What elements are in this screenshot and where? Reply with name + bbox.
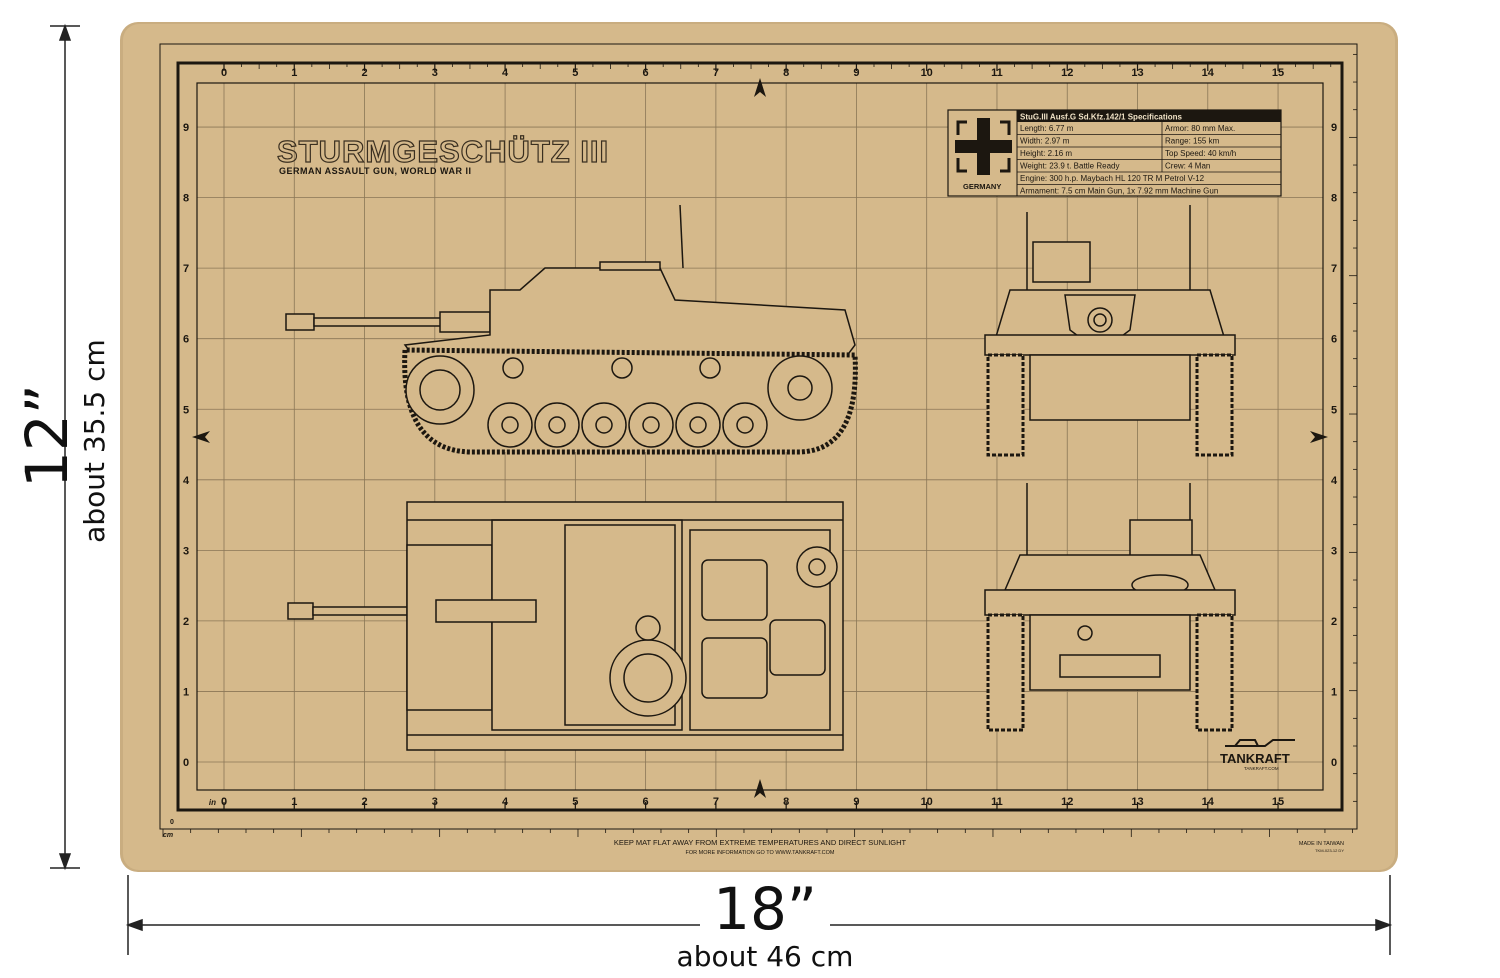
- ruler-y-label: 2: [1331, 616, 1337, 628]
- height-cm-label: about 35.5 cm: [78, 339, 111, 543]
- ruler-y-label: 1: [1331, 686, 1337, 698]
- ruler-y-label: 8: [1331, 193, 1337, 205]
- ruler-x-label: 4: [502, 67, 509, 79]
- ruler-y-label: 2: [183, 616, 189, 628]
- ruler-x-label: 15: [1272, 796, 1284, 808]
- spec-weight: Weight: 23.9 t. Battle Ready: [1020, 162, 1119, 171]
- footer-info-text: FOR MORE INFORMATION GO TO WWW.TANKRAFT.…: [685, 850, 834, 856]
- ruler-x-label: 2: [361, 796, 367, 808]
- ruler-x-label: 8: [783, 67, 789, 79]
- tank-rear-view: [984, 483, 1236, 732]
- ruler-x-label: 1: [291, 796, 297, 808]
- made-in-text: MADE IN TAIWAN: [1299, 841, 1344, 847]
- mat-subtitle: GERMAN ASSAULT GUN, WORLD WAR II: [279, 166, 472, 176]
- spec-speed: Top Speed: 40 km/h: [1165, 149, 1236, 158]
- ruler-y-label: 1: [183, 686, 189, 698]
- spec-height: Height: 2.16 m: [1020, 149, 1072, 158]
- ruler-x-label: 0: [221, 796, 227, 808]
- ruler-x-label: 3: [432, 67, 438, 79]
- tankraft-logo: TANKRAFT TANKRAFT.COM: [1220, 739, 1295, 771]
- ruler-x-label: 13: [1131, 796, 1143, 808]
- ruler-x-label: 0: [221, 67, 227, 79]
- ruler-x-label: 15: [1272, 67, 1284, 79]
- ruler-y-label: 0: [183, 757, 189, 769]
- ruler-y-label: 4: [183, 475, 190, 487]
- ruler-y-label: 9: [183, 122, 189, 134]
- ruler-y-label: 3: [1331, 545, 1337, 557]
- ruler-x-label: 8: [783, 796, 789, 808]
- sku-text: TKM-023-12 DY: [1315, 848, 1344, 853]
- ruler-x-label: 5: [572, 796, 578, 808]
- ruler-x-label: 10: [921, 67, 933, 79]
- ruler-x-label: 2: [361, 67, 367, 79]
- tank-top-view: [287, 501, 844, 751]
- ruler-x-label: 5: [572, 67, 578, 79]
- center-markers: [192, 78, 1328, 798]
- ruler-x-label: 1: [291, 67, 297, 79]
- brand-name: TANKRAFT: [1220, 751, 1290, 766]
- tank-front-view: [984, 205, 1236, 457]
- ruler-x-label: 11: [991, 67, 1003, 79]
- ruler-x-label: 11: [991, 796, 1003, 808]
- ruler-labels: 0011223344556677889910101111121213131414…: [183, 67, 1338, 808]
- ruler-y-label: 8: [183, 193, 189, 205]
- footer-care-text: KEEP MAT FLAT AWAY FROM EXTREME TEMPERAT…: [614, 838, 907, 847]
- width-inches-label: 18”: [700, 880, 830, 938]
- mat-title: STURMGESCHÜTZ III: [277, 134, 609, 169]
- ruler-y-label: 6: [1331, 334, 1337, 346]
- ruler-y-label: 7: [183, 263, 189, 275]
- ruler-x-label: 12: [1061, 796, 1073, 808]
- ruler-y-label: 0: [1331, 757, 1337, 769]
- ruler-x-label: 4: [502, 796, 509, 808]
- ruler-x-label: 6: [643, 67, 649, 79]
- spec-armor: Armor: 80 mm Max.: [1165, 124, 1235, 133]
- ruler-x-label: 7: [713, 67, 719, 79]
- brand-url: TANKRAFT.COM: [1244, 766, 1279, 771]
- unit-cm-label: cm: [163, 832, 173, 839]
- ruler-y-label: 9: [1331, 122, 1337, 134]
- ruler-x-label: 14: [1202, 796, 1215, 808]
- spec-country: GERMANY: [963, 182, 1001, 191]
- spec-length: Length: 6.77 m: [1020, 124, 1074, 133]
- outer-cm-frame: [159, 43, 1358, 830]
- ruler-x-label: 7: [713, 796, 719, 808]
- ruler-x-label: 3: [432, 796, 438, 808]
- inner-frame: [176, 61, 1344, 812]
- balkenkreuz-icon: [955, 118, 1012, 175]
- ruler-x-label: 6: [643, 796, 649, 808]
- ruler-x-label: 10: [921, 796, 933, 808]
- ruler-x-label: 9: [853, 67, 859, 79]
- height-inches-label: 12”: [13, 384, 81, 488]
- spec-armament: Armament: 7.5 cm Main Gun, 1x 7.92 mm Ma…: [1020, 187, 1218, 196]
- ruler-x-label: 12: [1061, 67, 1073, 79]
- ruler-x-label: 9: [853, 796, 859, 808]
- tank-side-view: [285, 204, 858, 455]
- ruler-x-label: 14: [1202, 67, 1215, 79]
- spec-width: Width: 2.97 m: [1020, 137, 1070, 146]
- spec-header: StuG.III Ausf.G Sd.Kfz.142/1 Specificati…: [1020, 113, 1183, 122]
- spec-crew: Crew: 4 Man: [1165, 162, 1210, 171]
- spec-table: GERMANY StuG.III Ausf.G Sd.Kfz.142/1 Spe…: [947, 109, 1282, 197]
- ruler-y-label: 5: [183, 404, 189, 416]
- spec-range: Range: 155 km: [1165, 137, 1220, 146]
- width-cm-label: about 46 cm: [676, 940, 854, 973]
- ruler-y-label: 5: [1331, 404, 1337, 416]
- ruler-x-label: 13: [1131, 67, 1143, 79]
- ruler-y-label: 4: [1331, 475, 1338, 487]
- dimension-lines: [50, 23, 1393, 955]
- ruler-y-label: 6: [183, 334, 189, 346]
- unit-in-label: in: [209, 798, 216, 807]
- ruler-y-label: 3: [183, 545, 189, 557]
- ruler-y-label: 7: [1331, 263, 1337, 275]
- cm-zero-label: 0: [170, 819, 174, 826]
- spec-engine: Engine: 300 h.p. Maybach HL 120 TR M Pet…: [1020, 174, 1205, 183]
